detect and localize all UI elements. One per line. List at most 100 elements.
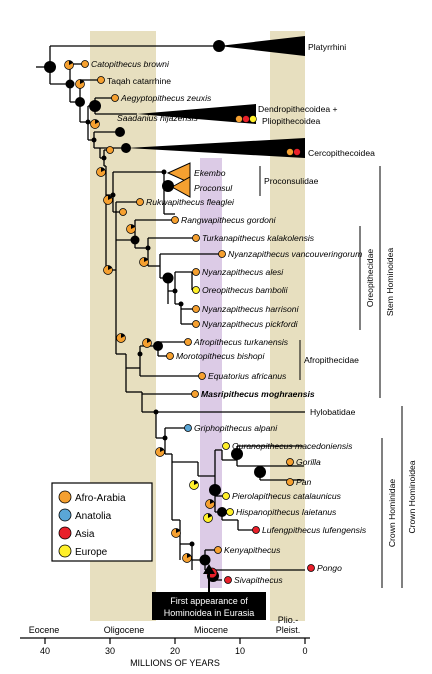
marker-afro bbox=[198, 372, 206, 380]
taxon-label: Lufengpithecus lufengensis bbox=[262, 525, 367, 535]
marker-afro bbox=[192, 234, 200, 242]
taxon-label: Pan bbox=[296, 477, 312, 487]
x-tick-label: 40 bbox=[40, 646, 50, 656]
tree-node bbox=[162, 180, 174, 192]
tree-node bbox=[75, 97, 85, 107]
annotation-line2: Hominoidea in Eurasia bbox=[164, 608, 255, 618]
group-label-stem-hominoidea: Stem Hominoidea bbox=[385, 248, 395, 317]
tree-node bbox=[153, 409, 159, 415]
group-label-oreopithecidae: Oreopithecidae bbox=[365, 249, 375, 308]
ancestral-state-pies bbox=[64, 60, 218, 579]
tree-node bbox=[121, 143, 131, 153]
tree-node bbox=[209, 484, 221, 496]
marker-europe bbox=[226, 508, 234, 516]
marker-afro bbox=[171, 216, 179, 224]
tree-node bbox=[91, 137, 97, 143]
legend-label-afro: Afro-Arabia bbox=[75, 493, 126, 504]
marker-anatolia bbox=[184, 424, 192, 432]
taxon-label: Nyanzapithecus pickfordi bbox=[202, 319, 299, 329]
epoch-eocene: Eocene bbox=[29, 625, 60, 635]
legend-swatch-anatolia bbox=[58, 508, 72, 522]
tree-node bbox=[199, 554, 211, 566]
taxon-label: Saadanius hijazensis bbox=[117, 113, 198, 123]
tree-node bbox=[231, 448, 243, 460]
legend-label-asia: Asia bbox=[75, 529, 95, 540]
clade-label-dendro-line2: Pliopithecoidea bbox=[262, 116, 321, 126]
dendropithecoidea-clade-triangle bbox=[137, 104, 256, 124]
marker-afro bbox=[136, 198, 144, 206]
clade-label-hylobatidae: Hylobatidae bbox=[310, 407, 356, 417]
marker-afro bbox=[119, 208, 127, 216]
taxon-label: Turkanapithecus kalakolensis bbox=[202, 233, 315, 243]
epoch-plio-1: Plio.- bbox=[278, 615, 299, 625]
marker-afro bbox=[214, 546, 222, 554]
x-tick-label: 20 bbox=[170, 646, 180, 656]
marker-asia bbox=[252, 526, 260, 534]
legend-label-anatolia: Anatolia bbox=[75, 511, 112, 522]
taxon-label: Ekembo bbox=[194, 168, 226, 178]
marker-afro bbox=[286, 458, 294, 466]
x-axis-title: MILLIONS OF YEARS bbox=[130, 658, 220, 668]
taxon-label: Pongo bbox=[317, 563, 342, 573]
tree-node bbox=[213, 40, 225, 52]
epoch-oligocene: Oligocene bbox=[104, 625, 145, 635]
taxon-label: Ouranopithecus macedoniensis bbox=[232, 441, 353, 451]
taxon-label: Catopithecus browni bbox=[91, 59, 170, 69]
group-label-afropithecidae: Afropithecidae bbox=[304, 355, 359, 365]
taxon-label: Equatorius africanus bbox=[208, 371, 287, 381]
marker-afro bbox=[111, 94, 119, 102]
marker-afro bbox=[97, 76, 105, 84]
legend-swatch-afro bbox=[58, 490, 72, 504]
tree-node bbox=[89, 100, 101, 112]
tree-node bbox=[153, 341, 163, 351]
clade-label-dendro-line1: Dendropithecoidea + bbox=[258, 104, 338, 114]
taxon-label: Griphopithecus alpani bbox=[194, 423, 278, 433]
taxon-label-masripithecus: Masripithecus moghraensis bbox=[201, 389, 315, 399]
tree-node bbox=[254, 466, 266, 478]
marker-asia bbox=[224, 576, 232, 584]
epoch-plio-2: Pleist. bbox=[276, 625, 301, 635]
legend-swatch-europe bbox=[58, 544, 72, 558]
eurasia-dispersal-band bbox=[200, 158, 222, 588]
tree-node bbox=[137, 351, 143, 357]
tree-node bbox=[130, 235, 140, 245]
group-brackets bbox=[259, 166, 403, 588]
legend-label-europe: Europe bbox=[75, 547, 108, 558]
group-label-crown-hominidae: Crown Hominidae bbox=[387, 479, 397, 548]
tree-node bbox=[115, 127, 125, 137]
group-label-proconsulidae: Proconsulidae bbox=[264, 176, 319, 186]
marker-afro bbox=[81, 60, 89, 68]
clade-label-cercopithecoidea: Cercopithecoidea bbox=[308, 148, 375, 158]
tree-node bbox=[101, 155, 107, 161]
marker-afro bbox=[286, 478, 294, 486]
annotation-arrow-head bbox=[203, 564, 215, 574]
marker-europe bbox=[222, 492, 230, 500]
tree-nodes bbox=[44, 40, 266, 582]
taxon-label: Nyanzapithecus vancouveringorum bbox=[228, 249, 362, 259]
taxon-label: Taqah catarrhine bbox=[107, 76, 171, 86]
taxon-label: Kenyapithecus bbox=[224, 545, 281, 555]
x-axis-ticks bbox=[44, 638, 306, 644]
taxon-label: Proconsul bbox=[194, 183, 233, 193]
taxon-label: Hispanopithecus laietanus bbox=[236, 507, 337, 517]
marker-afro bbox=[192, 320, 200, 328]
tree-node bbox=[44, 61, 56, 73]
tree-node bbox=[85, 119, 91, 125]
tree-node bbox=[145, 245, 151, 251]
tree-node bbox=[161, 169, 167, 175]
taxon-label: Morotopithecus bishopi bbox=[176, 351, 265, 361]
taxon-label: Nyanzapithecus harrisoni bbox=[202, 304, 300, 314]
plio-pleist-band bbox=[270, 31, 305, 621]
tree-node bbox=[162, 272, 174, 284]
platyrrhini-clade-triangle bbox=[219, 36, 305, 56]
legend: Afro-Arabia Anatolia Asia Europe bbox=[51, 482, 153, 562]
marker-europe bbox=[249, 115, 257, 123]
taxon-label: Nyanzapithecus alesi bbox=[202, 267, 284, 277]
epoch-miocene: Miocene bbox=[194, 625, 228, 635]
tree-node bbox=[162, 435, 168, 441]
marker-europe bbox=[192, 286, 200, 294]
annotation-line1: First appearance of bbox=[170, 596, 248, 606]
marker-asia bbox=[307, 564, 315, 572]
marker-asia bbox=[242, 115, 250, 123]
taxon-label: Rangwapithecus gordoni bbox=[181, 215, 277, 225]
